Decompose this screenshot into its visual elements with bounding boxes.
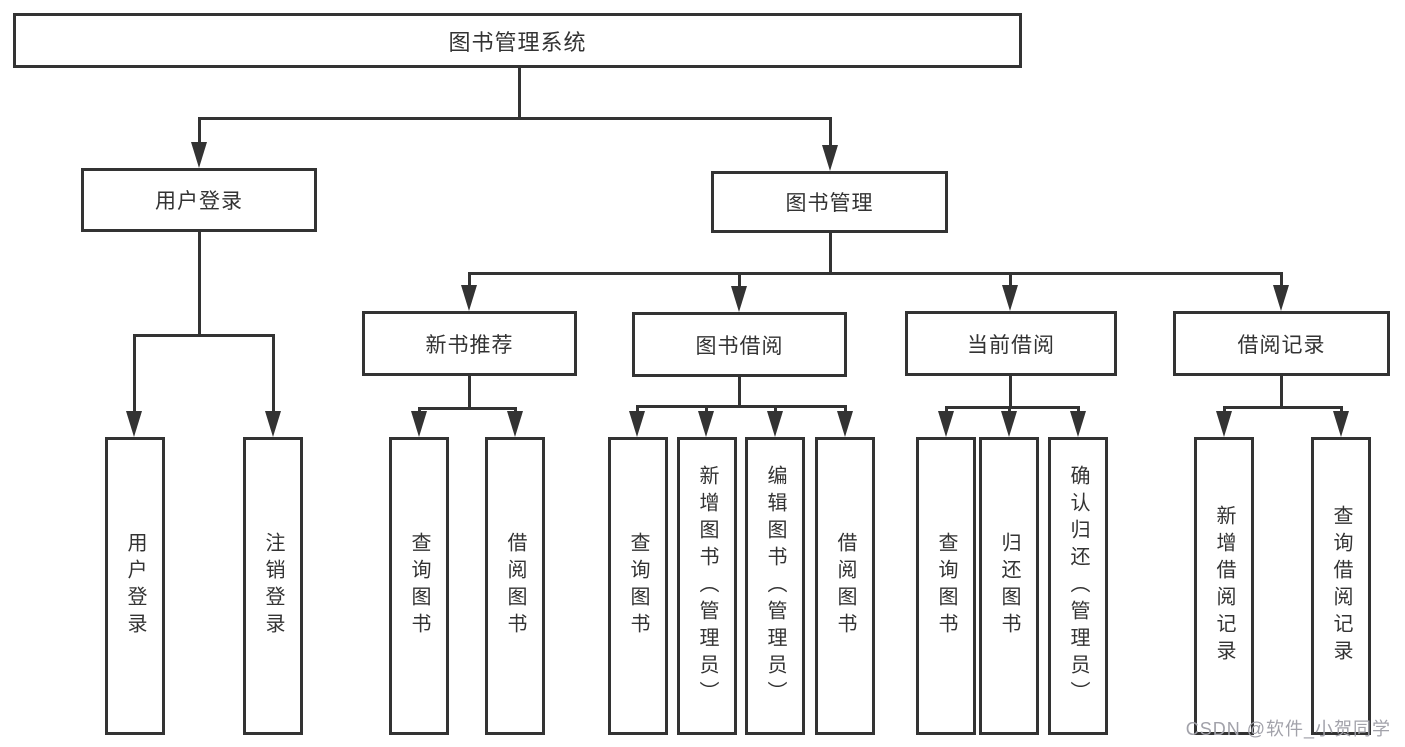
node-root-label: 图书管理系统 (448, 29, 587, 55)
arrowhead-book-borrow (731, 286, 747, 312)
arrowhead-bb-query (629, 411, 645, 437)
connector-book-borrow-rail (635, 404, 847, 408)
leaf-query-borrow-record-label: 查询借阅记录 (1330, 505, 1352, 667)
arrowhead-cb-query (938, 411, 954, 437)
node-current-borrow: 当前借阅 (905, 311, 1117, 376)
connector-arrow-shaft-book-borrow (737, 273, 741, 286)
leaf-add-borrow-record: 新增借阅记录 (1194, 437, 1254, 735)
connector-borrow-records-stub (1279, 376, 1283, 407)
connector-arrow-shaft-cb-return (1007, 406, 1011, 412)
node-user-login: 用户登录 (81, 168, 317, 232)
connector-new-book-rail (417, 406, 517, 410)
connector-arrow-shaft-br-add (1222, 406, 1226, 412)
connector-arrow-shaft-br-query (1339, 406, 1343, 412)
leaf-add-borrow-record-label: 新增借阅记录 (1213, 505, 1235, 667)
connector-arrow-shaft-cb-confirm (1076, 406, 1080, 412)
connector-arrow-shaft-nb-borrow (513, 407, 517, 412)
leaf-query-borrow-record: 查询借阅记录 (1311, 437, 1371, 735)
connector-new-book-stub (467, 376, 471, 408)
connector-root-stub (517, 68, 521, 118)
leaf-borrow-books-label: 借阅图书 (834, 532, 856, 640)
connector-arrow-shaft-borrow-records (1279, 273, 1283, 285)
arrowhead-br-add (1216, 411, 1232, 437)
leaf-return-book-label: 归还图书 (998, 532, 1020, 640)
connector-current-borrow-rail (944, 405, 1080, 409)
node-book-management: 图书管理 (711, 171, 948, 233)
leaf-logout: 注销登录 (243, 437, 303, 735)
arrowhead-user-login (191, 142, 207, 168)
node-borrow-records-label: 借阅记录 (1237, 333, 1326, 357)
node-new-book-recommend: 新书推荐 (362, 311, 577, 376)
connector-book-mgmt-rail (467, 271, 1283, 275)
connector-arrow-shaft-leaf-logout (271, 334, 275, 411)
leaf-edit-book-admin: 编辑图书（管理员） (745, 437, 805, 735)
leaf-borrow-books: 借阅图书 (815, 437, 875, 735)
arrowhead-borrow-records (1273, 285, 1289, 311)
leaf-query-books-current: 查询图书 (916, 437, 976, 735)
connector-user-login-stub (197, 232, 201, 335)
arrowhead-bb-edit (767, 411, 783, 437)
leaf-add-book-admin: 新增图书（管理员） (677, 437, 737, 735)
node-book-borrow-label: 图书借阅 (695, 334, 784, 358)
connector-arrow-shaft-cb-query (944, 406, 948, 412)
connector-book-borrow-stub (737, 377, 741, 407)
connector-arrow-shaft-user-login (197, 117, 201, 142)
leaf-return-book: 归还图书 (979, 437, 1039, 735)
node-book-borrow: 图书借阅 (632, 312, 847, 377)
connector-book-mgmt-stub (828, 233, 832, 273)
arrowhead-new-book (461, 285, 477, 311)
connector-current-borrow-stub (1008, 376, 1012, 407)
leaf-borrow-books-recommend: 借阅图书 (485, 437, 545, 735)
node-user-login-label: 用户登录 (155, 190, 243, 213)
arrowhead-bb-borrow (837, 411, 853, 437)
leaf-logout-label: 注销登录 (262, 532, 284, 640)
connector-arrow-shaft-book-mgmt (828, 117, 832, 145)
leaf-user-login: 用户登录 (105, 437, 165, 735)
arrowhead-nb-query (411, 411, 427, 437)
csdn-watermark: CSDN @软件_小贺同学 (1185, 719, 1391, 739)
connector-arrow-shaft-current-borrow (1008, 273, 1012, 285)
arrowhead-current-borrow (1002, 285, 1018, 311)
node-book-management-label: 图书管理 (785, 192, 874, 215)
arrowhead-cb-confirm (1070, 411, 1086, 437)
leaf-add-book-admin-label: 新增图书（管理员） (696, 464, 718, 708)
leaf-query-books-current-label: 查询图书 (935, 532, 957, 640)
leaf-confirm-return-admin-label: 确认归还（管理员） (1067, 464, 1089, 708)
connector-user-login-rail (132, 333, 275, 337)
leaf-confirm-return-admin: 确认归还（管理员） (1048, 437, 1108, 735)
arrowhead-bb-add (698, 411, 714, 437)
connector-borrow-records-rail (1222, 405, 1343, 409)
node-borrow-records: 借阅记录 (1173, 311, 1390, 376)
connector-root-rail (197, 116, 832, 120)
leaf-query-books-recommend-label: 查询图书 (408, 532, 430, 640)
node-root: 图书管理系统 (13, 13, 1022, 68)
connector-arrow-shaft-new-book (467, 273, 471, 285)
connector-arrow-shaft-bb-add (704, 405, 708, 412)
arrowhead-br-query (1333, 411, 1349, 437)
leaf-query-books-recommend: 查询图书 (389, 437, 449, 735)
arrowhead-leaf-login (126, 411, 142, 437)
arrowhead-leaf-logout (265, 411, 281, 437)
connector-arrow-shaft-leaf-login (132, 334, 136, 411)
connector-arrow-shaft-nb-query (417, 407, 421, 412)
arrowhead-cb-return (1001, 411, 1017, 437)
leaf-query-books-borrow: 查询图书 (608, 437, 668, 735)
leaf-user-login-label: 用户登录 (124, 532, 146, 640)
arrowhead-nb-borrow (507, 411, 523, 437)
leaf-edit-book-admin-label: 编辑图书（管理员） (764, 464, 786, 708)
node-new-book-recommend-label: 新书推荐 (425, 333, 514, 357)
leaf-query-books-borrow-label: 查询图书 (627, 532, 649, 640)
connector-arrow-shaft-bb-query (635, 405, 639, 412)
leaf-borrow-books-recommend-label: 借阅图书 (504, 532, 526, 640)
connector-arrow-shaft-bb-borrow (843, 405, 847, 412)
arrowhead-book-mgmt (822, 145, 838, 171)
connector-arrow-shaft-bb-edit (773, 405, 777, 412)
node-current-borrow-label: 当前借阅 (967, 333, 1055, 357)
